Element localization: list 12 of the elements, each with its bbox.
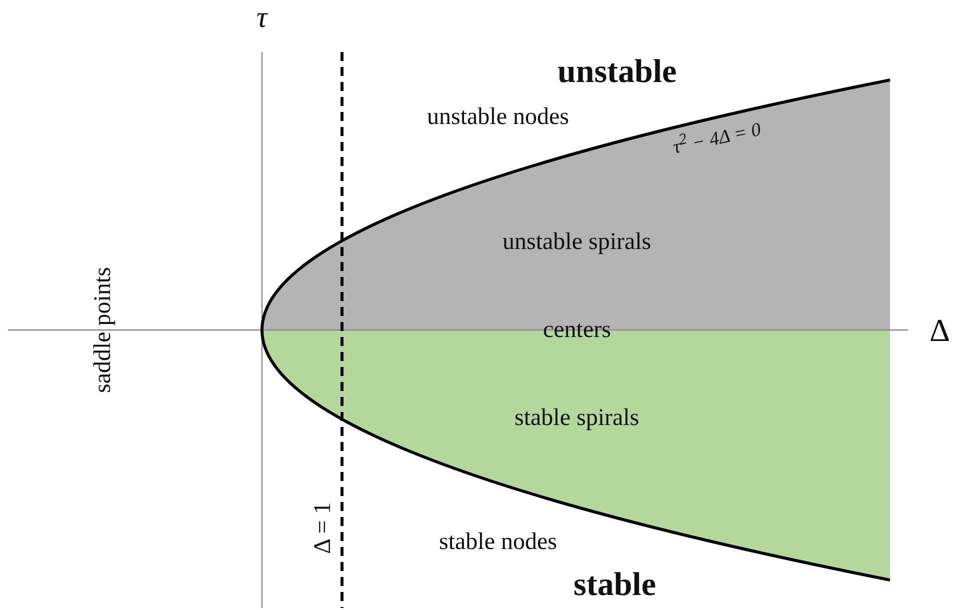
axis-label: τ — [256, 3, 268, 33]
region-label: unstable nodes — [427, 105, 569, 129]
curve-label: τ$^{2}$ − 4Δ = 0 — [670, 118, 762, 157]
region-label: centers — [543, 318, 611, 342]
line-label: Δ = 1 — [310, 502, 335, 554]
region-label: stable spirals — [514, 406, 640, 430]
region-title: stable — [574, 568, 656, 602]
region-label: saddle points — [91, 267, 115, 393]
axis-label: Δ — [930, 314, 950, 346]
region-label: stable nodes — [439, 530, 557, 554]
region-title: unstable — [558, 56, 677, 88]
region-label: unstable spirals — [502, 230, 652, 254]
